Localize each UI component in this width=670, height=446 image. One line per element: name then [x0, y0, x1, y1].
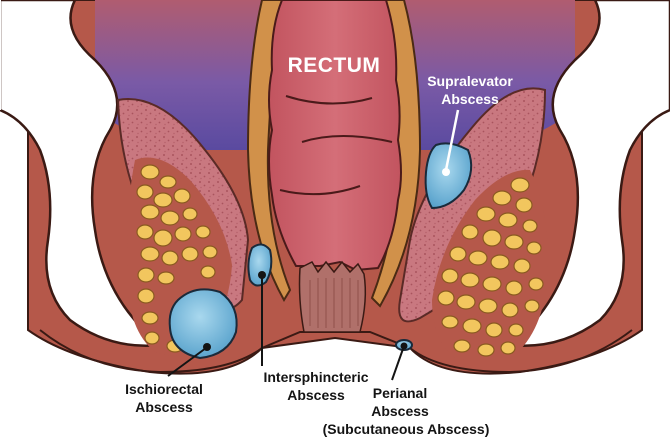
- anal-canal: [298, 260, 367, 333]
- supralevator-label-line1: Supralevator: [427, 73, 513, 89]
- anal-canal-texture: [309, 278, 359, 328]
- rectum: [268, 0, 402, 272]
- perianal-label-line3: (Subcutaneous Abscess): [323, 421, 490, 437]
- ischiorectal-abscess: [168, 288, 238, 360]
- intersphincteric-label-line2: Abscess: [287, 387, 345, 403]
- intersphincteric-label-line1: Intersphincteric: [263, 369, 368, 385]
- intersphincteric-dot: [258, 271, 266, 279]
- rectal-fold-2: [301, 135, 393, 143]
- pelvic-space: [95, 0, 575, 150]
- ischiorectal-label-line2: Abscess: [135, 399, 193, 415]
- intersphincteric-abscess: [247, 243, 273, 287]
- supralevator-label-line2: Abscess: [441, 91, 499, 107]
- ischiorectal-label-line1: Ischiorectal: [125, 381, 203, 397]
- ischiorectal-pointer: [167, 347, 207, 377]
- rectum-label: RECTUM: [288, 54, 381, 77]
- ischiorectal-dot: [203, 343, 211, 351]
- supralevator-abscess: [424, 142, 473, 210]
- right-fat-lobules: [437, 177, 544, 357]
- supralevator-pointer: [444, 109, 460, 171]
- rectal-fold-3: [279, 185, 361, 196]
- rectal-fold-1: [285, 95, 373, 105]
- perianal-dot: [400, 342, 408, 350]
- perianal-label-line2: Abscess: [371, 403, 429, 419]
- perianal-label-line1: Perianal: [373, 385, 427, 401]
- supralevator-dot: [442, 168, 450, 176]
- right-ischiorectal-fat: [432, 169, 548, 361]
- perianal-pointer: [391, 345, 405, 381]
